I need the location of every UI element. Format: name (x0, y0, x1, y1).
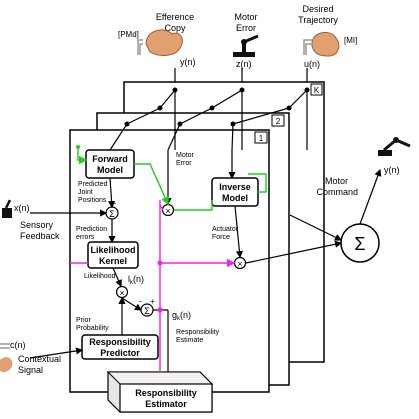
robot-arm-icon (233, 34, 259, 57)
svg-text:×: × (237, 259, 242, 269)
motor-command-2: Command (316, 187, 358, 197)
lk-label: lk(n) (128, 274, 144, 286)
module-1-label: 1 (259, 134, 264, 143)
svg-text:Σ: Σ (109, 209, 115, 219)
module-1-tag (254, 131, 268, 144)
context-icon (0, 343, 10, 349)
output-group: y(n) Motor Command (316, 137, 411, 197)
inverse-model-line1: Inverse (219, 182, 251, 192)
brain-icon (0, 357, 13, 373)
likelihood-kernel-line2: Kernel (99, 256, 127, 266)
input-channels (137, 39, 312, 55)
efference-title-1: Efference (156, 12, 194, 22)
motor-error-title-1: Motor (234, 12, 257, 22)
svg-text:×: × (119, 288, 124, 298)
multiply-node-1: × (161, 203, 175, 217)
magenta-wires (70, 200, 236, 372)
big-sum-node: Σ (340, 223, 380, 263)
motor-error-inner-2: Error (176, 160, 192, 167)
svg-text:×: × (165, 206, 170, 216)
likelihood-label: Likelihood (84, 273, 116, 280)
module-k-tag (310, 83, 323, 96)
actuator-force-1: Actuator (212, 226, 239, 233)
forward-model-line2: Model (97, 165, 123, 175)
module-2-tag (271, 114, 285, 127)
predicted-label-1: Predicted (78, 181, 108, 188)
mi-tag: [MI] (344, 36, 357, 45)
motor-command-1: Motor (325, 176, 348, 186)
motor-error-signal: z(n) (236, 59, 252, 69)
black-wires (29, 150, 382, 372)
prior-prob-1: Prior (76, 317, 91, 324)
desired-signal: u(n) (304, 59, 320, 69)
sum-node-1: Σ (105, 206, 119, 220)
context-signal: c(n) (10, 340, 26, 350)
bus-lines (174, 90, 308, 150)
motor-error-title-2: Error (236, 23, 256, 33)
inner-labels: Predicted Joint Positions Prediction err… (76, 152, 239, 344)
multiply-node-3: × (115, 285, 129, 299)
responsibility-estimator-line1: Responsibility (135, 388, 197, 398)
motor-error-inner-1: Motor (176, 152, 195, 159)
pmd-tag: [PMd] (118, 30, 139, 39)
brain-icon (311, 31, 340, 57)
sensory-signal: x(n) (14, 203, 30, 213)
responsibility-predictor-block (81, 334, 159, 360)
prediction-errors-1: Prediction (76, 226, 107, 233)
efference-title-2: Copy (164, 23, 186, 33)
desired-title-2: Trajectory (298, 15, 338, 25)
likelihood-kernel-line1: Likelihood (91, 245, 136, 255)
sensory-feedback-2: Feedback (20, 231, 60, 241)
responsibility-estimator-block: Responsibility Estimator (106, 371, 214, 413)
svg-text:Σ: Σ (144, 306, 150, 316)
svg-text:Σ: Σ (354, 234, 365, 254)
inverse-model-line2: Model (222, 193, 248, 203)
desired-title-1: Desired (302, 4, 333, 14)
contextual-group: c(n) Contextual Signal (0, 340, 61, 375)
contextual-1: Contextual (18, 354, 61, 364)
module-2-label: 2 (276, 117, 281, 126)
prior-prob-2: Probability (76, 325, 109, 332)
sensory-feedback-1: Sensory (20, 220, 54, 230)
green-wires (77, 148, 267, 211)
robot-arm-icon (378, 137, 411, 156)
magenta-dots (157, 260, 163, 313)
responsibility-estimator-line2: Estimator (145, 399, 187, 409)
gk-label: gk(n) (172, 310, 191, 322)
resp-estimate-1: Responsibility (176, 329, 220, 336)
output-signal: y(n) (384, 165, 400, 175)
brain-icon (145, 29, 183, 56)
signal-var-labels: lk(n) gk(n) (128, 274, 191, 322)
robot-arm-icon (2, 199, 12, 218)
plus-sign: + (150, 297, 155, 306)
contextual-2: Signal (18, 365, 43, 375)
motor-error-group: Motor Error z(n) (233, 12, 259, 69)
responsibility-predictor-line2: Predictor (100, 348, 140, 358)
prediction-errors-2: errors (76, 234, 95, 241)
efference-signal: y(n) (180, 57, 196, 67)
minus-sign-1: - (113, 198, 116, 208)
forward-model-line1: Forward (92, 154, 128, 164)
responsibility-predictor-line1: Responsibility (89, 337, 151, 347)
predicted-label-2: Joint (78, 189, 93, 196)
desired-trajectory-group: Desired Trajectory [MI] u(n) (298, 4, 357, 69)
bus-diagonals (109, 89, 308, 151)
minus-sign-2: - (139, 296, 142, 306)
green-dot (76, 145, 80, 149)
predicted-label-3: Positions (78, 197, 107, 204)
resp-estimate-2: Estimate (176, 337, 203, 344)
efference-copy-group: Efference Copy [PMd] y(n) (118, 12, 196, 67)
actuator-force-2: Force (212, 234, 230, 241)
sensory-group: x(n) Sensory Feedback (2, 199, 60, 241)
module-k-label: K (314, 86, 320, 95)
multiply-node-2: × (233, 256, 247, 270)
